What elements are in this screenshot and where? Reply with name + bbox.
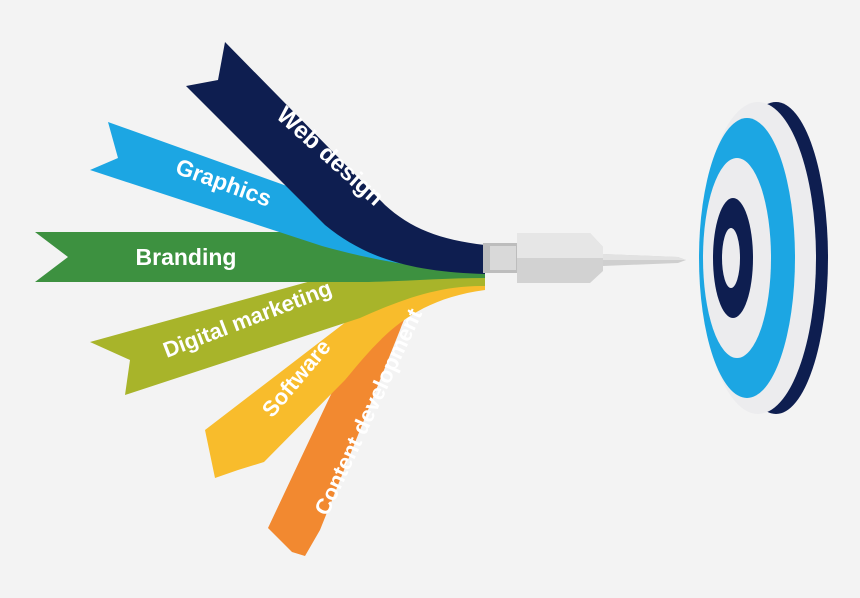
ribbon-web-design: [186, 42, 485, 274]
label-branding: Branding: [136, 244, 237, 270]
ribbon-content-development: [268, 265, 485, 556]
ribbon-digital-marketing: [90, 253, 485, 395]
ribbon-software: [205, 266, 485, 478]
target-icon: [699, 102, 828, 414]
dart-icon: [483, 233, 686, 283]
ribbons: [35, 42, 485, 556]
